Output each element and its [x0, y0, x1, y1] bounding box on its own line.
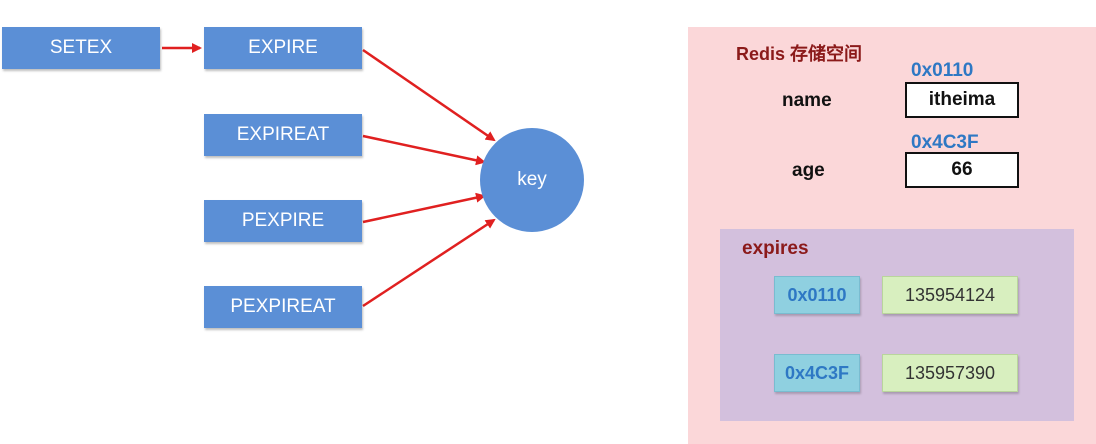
name-field-label: name: [782, 90, 832, 111]
pexpire-command-box: PEXPIRE: [204, 200, 362, 242]
arrow-expireat-to-key: [362, 134, 486, 166]
expires-address-cell: 0x4C3F: [774, 354, 860, 392]
name-value-box: itheima: [905, 82, 1019, 118]
expireat-command-box: EXPIREAT: [204, 114, 362, 156]
age-address: 0x4C3F: [911, 132, 979, 153]
expires-time-cell: 135954124: [882, 276, 1018, 314]
name-address: 0x0110: [911, 60, 974, 81]
age-field-label: age: [792, 160, 825, 181]
redis-storage-title: Redis 存储空间: [736, 44, 863, 64]
expires-time-cell: 135957390: [882, 354, 1018, 392]
age-value-box: 66: [905, 152, 1019, 188]
key-node: key: [480, 128, 584, 232]
arrow-expire-to-key: [362, 48, 496, 142]
expires-address-cell: 0x0110: [774, 276, 860, 314]
arrow-pexpireat-to-key: [362, 218, 496, 308]
expire-command-box: EXPIRE: [204, 27, 362, 69]
arrow-pexpire-to-key: [362, 192, 486, 224]
setex-command-box: SETEX: [2, 27, 160, 69]
pexpireat-command-box: PEXPIREAT: [204, 286, 362, 328]
expires-title: expires: [742, 238, 809, 259]
